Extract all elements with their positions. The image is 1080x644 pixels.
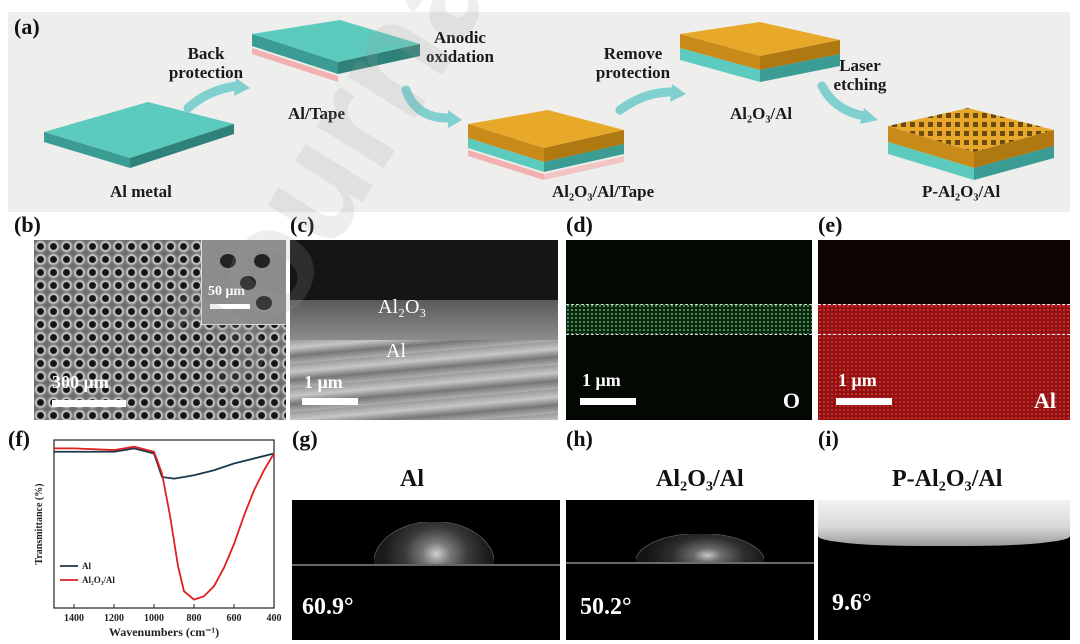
scale-label-c: 1 μm bbox=[304, 372, 343, 392]
sem-top-view: 50 μm 300 μm bbox=[34, 240, 286, 420]
title-h: Al₂O₃/Al bbox=[656, 466, 744, 492]
layer-label-oxide: Al₂O₃ bbox=[378, 296, 427, 318]
scale-label-d: 1 μm bbox=[582, 370, 621, 390]
contact-angle-h: 50.2° bbox=[580, 594, 632, 620]
x-tick-label: 1000 bbox=[144, 613, 164, 624]
panel-label-c: (c) bbox=[290, 212, 315, 237]
al-metal-slab bbox=[44, 102, 234, 168]
stage-oxide-al-tape: Al₂O₃/Al/Tape bbox=[552, 182, 655, 201]
stage-porous-oxide-al: P-Al₂O₃/Al bbox=[922, 182, 1001, 201]
series-line-0 bbox=[54, 447, 275, 480]
schematic-drawing bbox=[44, 20, 1054, 180]
oxide-al-slab bbox=[680, 22, 840, 82]
panel-label-b: (b) bbox=[14, 212, 41, 237]
scale-bar-d bbox=[580, 398, 636, 405]
plot-frame bbox=[53, 439, 275, 609]
x-axis-label: Wavenumbers (cm⁻¹) bbox=[109, 625, 219, 639]
y-axis-label: Transmittance (%) bbox=[34, 483, 45, 564]
panel-label-d: (d) bbox=[566, 212, 593, 237]
panel-label-g: (g) bbox=[292, 426, 318, 451]
step-label-line: protection bbox=[595, 63, 671, 82]
oxide-al-tape-slab bbox=[468, 110, 624, 180]
legend-label: Al bbox=[82, 561, 91, 571]
droplet-image-porous: 9.6° bbox=[818, 500, 1070, 640]
eds-aluminum-map: 1 μm Al bbox=[818, 240, 1070, 420]
layer-label-al: Al bbox=[386, 340, 406, 362]
x-tick-label: 400 bbox=[267, 613, 282, 624]
sem-inset: 50 μm bbox=[201, 240, 286, 325]
step-label-line: protection bbox=[168, 63, 244, 82]
x-tick-label: 1400 bbox=[64, 613, 84, 624]
scale-label-b: 300 μm bbox=[52, 372, 109, 392]
scale-bar-b bbox=[52, 400, 126, 407]
step-anodic-oxidation: Anodic oxidation bbox=[420, 28, 500, 66]
x-tick-label: 1200 bbox=[104, 613, 124, 624]
step-label-line: etching bbox=[833, 75, 887, 94]
scale-bar-c bbox=[302, 398, 358, 405]
contact-angle-i: 9.6° bbox=[832, 590, 872, 616]
arrow-back-protection bbox=[183, 81, 241, 113]
panel-label-a: (a) bbox=[14, 14, 40, 39]
step-label-line: Anodic bbox=[434, 28, 486, 47]
inset-scale-bar bbox=[210, 304, 250, 309]
panel-label-f: (f) bbox=[8, 426, 30, 451]
eds-oxygen-map: 1 μm O bbox=[566, 240, 812, 420]
panel-label-i: (i) bbox=[818, 426, 839, 451]
scale-label-e: 1 μm bbox=[838, 370, 877, 390]
step-back-protection: Back protection bbox=[166, 44, 246, 82]
step-label-line: Back bbox=[187, 44, 225, 63]
porous-oxide-al-slab bbox=[888, 108, 1054, 180]
contact-angle-g: 60.9° bbox=[302, 594, 354, 620]
x-tick-label: 800 bbox=[187, 613, 202, 624]
element-label-o: O bbox=[782, 388, 800, 413]
title-g: Al bbox=[400, 466, 424, 492]
panel-label-e: (e) bbox=[818, 212, 843, 237]
droplet-image-oxide: 50.2° bbox=[566, 500, 814, 640]
step-remove-protection: Remove protection bbox=[588, 44, 678, 82]
step-laser-etching: Laser etching bbox=[820, 56, 900, 94]
series-line-1 bbox=[54, 445, 275, 601]
scale-bar-e bbox=[836, 398, 892, 405]
droplet-image-al: 60.9° bbox=[292, 500, 560, 640]
stage-al-tape: Al/Tape bbox=[288, 104, 346, 123]
inset-scale-label: 50 μm bbox=[208, 284, 246, 299]
step-label-line: Laser bbox=[839, 56, 881, 75]
legend-label: Al₂O₃/Al bbox=[82, 575, 115, 585]
stage-al-metal: Al metal bbox=[110, 182, 172, 201]
ftir-chart: Transmittance (%) Wavenumbers (cm⁻¹) 140… bbox=[34, 439, 282, 639]
sem-cross-section: Al₂O₃ Al 1 μm bbox=[290, 240, 558, 420]
panel-label-h: (h) bbox=[566, 426, 593, 451]
x-tick-label: 600 bbox=[227, 613, 242, 624]
step-label-line: Remove bbox=[603, 44, 663, 63]
title-i: P-Al₂O₃/Al bbox=[892, 466, 1003, 492]
stage-oxide-al: Al₂O₃/Al bbox=[730, 104, 793, 123]
step-label-line: oxidation bbox=[425, 47, 495, 66]
element-label-al: Al bbox=[1034, 388, 1056, 413]
al-tape-slab bbox=[252, 20, 422, 82]
